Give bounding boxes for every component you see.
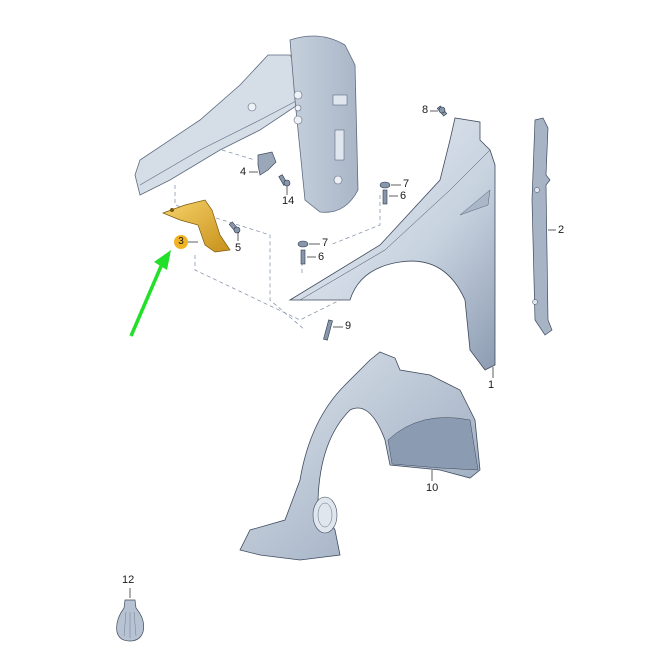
bolt-6b	[300, 249, 306, 265]
part-10-wheel-liner[interactable]	[239, 351, 481, 561]
bolt-8	[436, 105, 448, 117]
fasteners	[228, 105, 448, 341]
callout-14[interactable]: 14	[282, 195, 295, 207]
callout-8[interactable]: 8	[422, 104, 429, 116]
part-3-bracket[interactable]	[162, 199, 231, 253]
callout-12[interactable]: 12	[122, 574, 135, 586]
part-2-seal-strip[interactable]	[531, 117, 553, 336]
part-1-fender[interactable]	[288, 117, 496, 371]
bolt-14	[278, 174, 291, 187]
washer-7b	[297, 240, 309, 248]
bolt-5	[228, 221, 241, 234]
part-4-clip[interactable]	[257, 151, 277, 176]
callout-2[interactable]: 2	[558, 224, 565, 236]
callout-3-highlighted[interactable]: 3	[174, 235, 188, 249]
washer-7a	[379, 181, 391, 189]
callout-6a[interactable]: 6	[400, 190, 407, 202]
bolt-6a	[382, 189, 388, 205]
indicator-arrow	[129, 250, 171, 337]
callout-4[interactable]: 4	[240, 166, 247, 178]
callout-7b[interactable]: 7	[322, 237, 329, 249]
body-structure	[134, 35, 359, 213]
leader-lines	[129, 110, 556, 598]
callout-6b[interactable]: 6	[318, 251, 325, 263]
callout-5[interactable]: 5	[235, 242, 242, 254]
callout-9[interactable]: 9	[345, 320, 352, 332]
callout-1[interactable]: 1	[488, 379, 495, 391]
callout-10[interactable]: 10	[426, 482, 439, 494]
callout-7a[interactable]: 7	[403, 178, 410, 190]
stud-9	[323, 319, 333, 341]
part-12-touchup-bottle[interactable]	[116, 599, 145, 642]
